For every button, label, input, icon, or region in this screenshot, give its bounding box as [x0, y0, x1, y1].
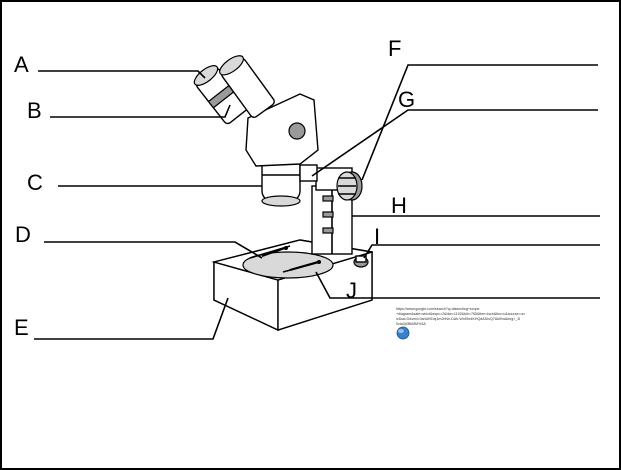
- focus-knob: [336, 171, 363, 201]
- label-c: C: [27, 170, 43, 195]
- globe-icon[interactable]: [396, 326, 410, 340]
- objective-lens: [261, 154, 301, 207]
- source-line-2: +diagram&safe=strict&espv=2&biw=1192&bih…: [396, 312, 525, 316]
- source-line-4: 0zIa3jXBkMM%3A: [396, 322, 426, 326]
- label-g: G: [398, 87, 415, 112]
- label-h: H: [391, 193, 407, 218]
- leader-line-e: [34, 297, 229, 340]
- label-e: E: [14, 315, 29, 340]
- leader-line-d: [44, 241, 263, 259]
- leader-line-a: [38, 70, 206, 79]
- leader-line-g: [311, 109, 598, 177]
- label-f: F: [388, 36, 401, 61]
- light-switch: [353, 255, 369, 268]
- label-j: J: [346, 278, 357, 303]
- leader-line-f: [361, 64, 598, 181]
- leader-line-j: [315, 271, 600, 299]
- leader-lines: [34, 64, 600, 340]
- label-i: I: [374, 224, 380, 249]
- source-line-1: https://www.google.com/search?q=dissecti…: [396, 307, 480, 311]
- part-labels: A B C D E F G H I J: [14, 36, 415, 340]
- label-a: A: [14, 52, 29, 77]
- label-d: D: [15, 222, 31, 247]
- dissecting-microscope-drawing: [193, 55, 373, 332]
- stage-clips: [261, 246, 321, 271]
- leader-line-b: [50, 104, 231, 118]
- microscope-head: [245, 93, 319, 182]
- source-line-3: iv&sa=X&ved=0ahUKEwj1m2nNh-DAh-Wn90x4KHQ…: [396, 317, 520, 321]
- label-b: B: [27, 98, 42, 123]
- eyepieces: [193, 55, 275, 125]
- leader-line-i: [363, 244, 600, 259]
- image-source-caption: https://www.google.com/search?q=dissecti…: [396, 307, 525, 340]
